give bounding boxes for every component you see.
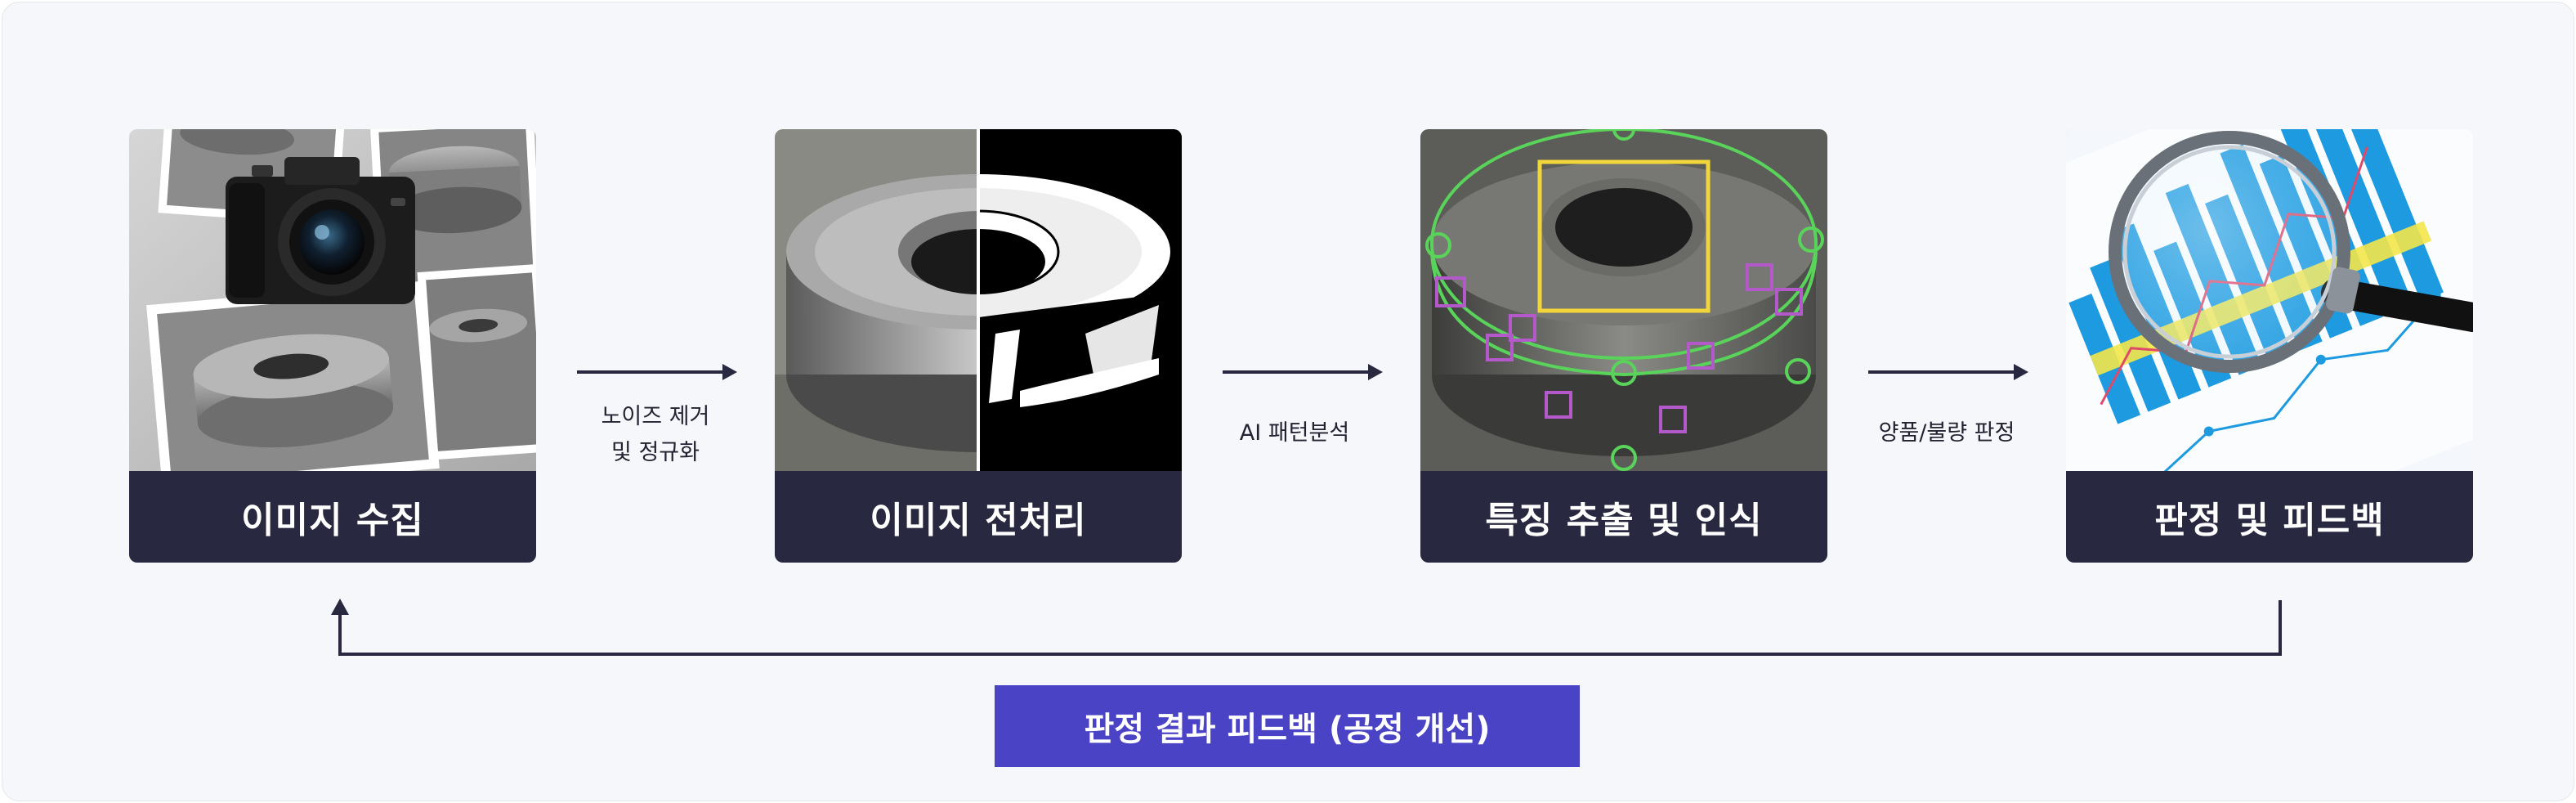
feedback-banner: 판정 결과 피드백 (공정 개선) [995, 685, 1580, 767]
stage-judgement-feedback: 판정 및 피드백 [2066, 129, 2473, 563]
feature-extraction-illustration [1420, 129, 1827, 471]
stage-image-preprocessing: 이미지 전처리 [775, 129, 1182, 563]
stage-image-capture: 이미지 수집 [129, 129, 536, 563]
stage-label: 판정 및 피드백 [2066, 471, 2473, 563]
stage-label: 이미지 전처리 [775, 471, 1182, 563]
transition-label-ai: AI 패턴분석 [1196, 415, 1393, 451]
stage-feature-extraction: 특징 추출 및 인식 [1420, 129, 1827, 563]
transition-label-judge: 양품/불량 판정 [1849, 415, 2045, 451]
transition-label-line: 및 정규화 [611, 440, 700, 465]
arrow-right-icon [577, 364, 737, 380]
camera-photos-illustration [129, 129, 536, 471]
transition-label-line: AI 패턴분석 [1239, 420, 1350, 446]
transition-label-line: 노이즈 제거 [601, 404, 710, 429]
camera-icon [226, 157, 415, 304]
arrow-right-icon [1223, 364, 1383, 380]
stage-label: 특징 추출 및 인식 [1420, 471, 1827, 563]
stage-label: 이미지 수집 [129, 471, 536, 563]
transition-label-line: 양품/불량 판정 [1878, 420, 2015, 446]
magnifier-icon [2109, 131, 2473, 373]
transition-label-denoise: 노이즈 제거 및 정규화 [557, 399, 754, 471]
preprocessing-illustration [775, 129, 1182, 471]
analysis-chart-illustration [2066, 129, 2473, 471]
arrow-right-icon [1868, 364, 2028, 380]
